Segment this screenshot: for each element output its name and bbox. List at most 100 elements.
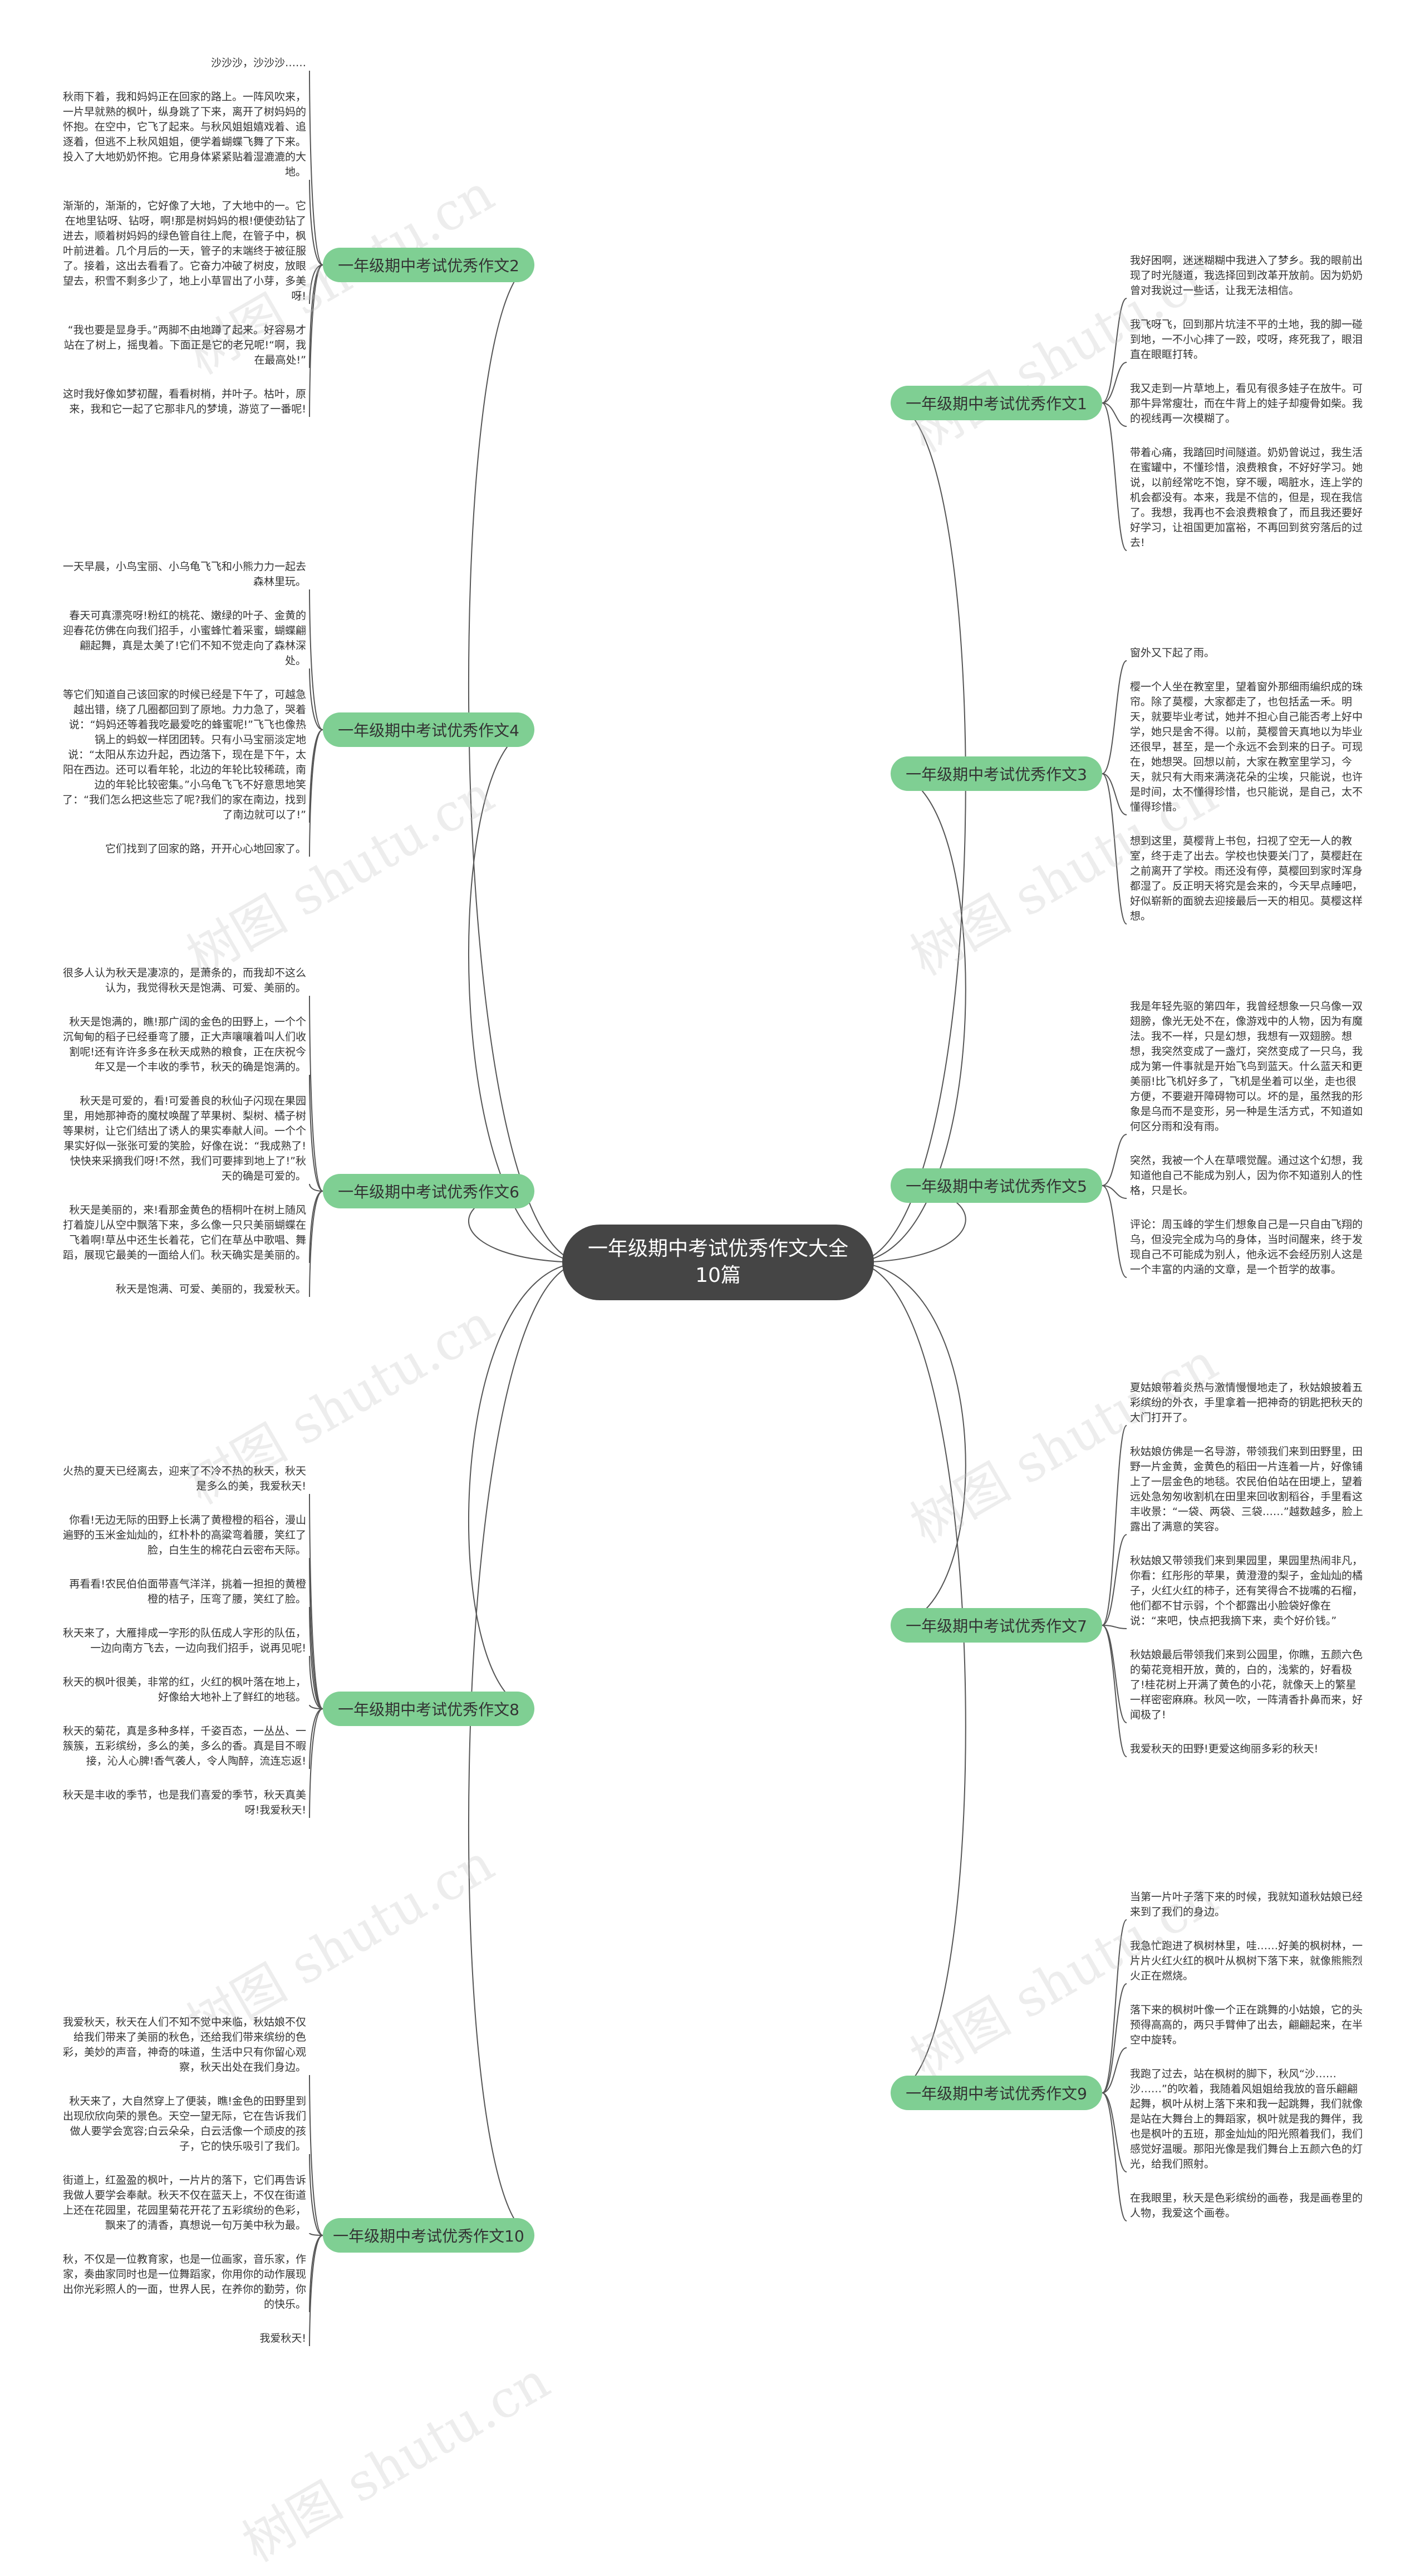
leaf-paragraph[interactable]: 我爱秋天!: [259, 2332, 306, 2344]
leaf-connector: [1102, 1134, 1127, 1186]
branch-topic[interactable]: 一年级期中考试优秀作文10: [323, 2218, 534, 2253]
leaf-connector: [1102, 2047, 1127, 2093]
leaf-paragraph[interactable]: 一天早晨，小鸟宝丽、小乌龟飞飞和小熊力力一起去森林里玩。: [62, 561, 306, 588]
leaf-paragraph[interactable]: 你看!无边无际的田野上长满了黄橙橙的稻谷，漫山遍野的玉米金灿灿的，红朴朴的高粱弯…: [62, 1514, 306, 1556]
leaf-paragraph[interactable]: 我跑了过去，站在枫树的脚下，秋风“沙……沙……”的吹着，我随着风姐姐给我放的音乐…: [1130, 2068, 1363, 2170]
leaf-paragraph[interactable]: 秋姑娘又带领我们来到果园里，果园里热闹非凡，你看：红彤彤的苹果，黄澄澄的梨子，金…: [1130, 1555, 1363, 1627]
leaf-paragraph[interactable]: 我又走到一片草地上，看见有很多娃子在放牛。可那牛异常瘦壮，而在牛背上的娃子却瘦骨…: [1130, 382, 1363, 425]
leaf-connector: [309, 1708, 323, 1818]
branch-connector: [851, 1262, 966, 2093]
leaf-connector: [309, 2233, 323, 2236]
leaf-connector: [1102, 1625, 1127, 1757]
branch-topic[interactable]: 一年级期中考试优秀作文3: [891, 756, 1102, 791]
leaf-paragraph[interactable]: 等它们知道自己该回家的时候已经是下午了，可越急越出错，绕了几圈都回到了原地。力力…: [62, 689, 306, 821]
leaf-paragraph[interactable]: 火热的夏天已经离去，迎来了不冷不热的秋天，秋天是多么的美，我爱秋天!: [62, 1465, 306, 1492]
leaf-paragraph[interactable]: 秋，不仅是一位教育家，也是一位画家，音乐家，作家，奏曲家同时也是一位舞蹈家，你用…: [62, 2253, 306, 2310]
leaf-paragraph[interactable]: 落下来的枫树叶像一个正在跳舞的小姑娘，它的头预得高高的，两只手臂伸了出去，翩翩起…: [1130, 2004, 1363, 2046]
branch-connector: [468, 1262, 585, 2236]
leaf-paragraph[interactable]: 这时我好像如梦初醒，看看树梢，并叶子。枯叶，原来，我和它一起了它那非凡的梦境，游…: [62, 388, 306, 415]
leaf-paragraph[interactable]: 樱一个人坐在教室里，望着窗外那细雨编织成的珠帘。除了莫樱，大家都走了，也包括孟一…: [1130, 681, 1363, 813]
leaf-paragraph[interactable]: 带着心痛，我踏回时间隧道。奶奶曾说过，我生活在蜜罐中，不懂珍惜，浪费粮食，不好好…: [1130, 446, 1363, 549]
central-topic[interactable]: 一年级期中考试优秀作文大全10篇: [562, 1225, 874, 1300]
leaf-paragraph[interactable]: 春天可真漂亮呀!粉红的桃花、嫩绿的叶子、金黄的迎春花仿佛在向我们招手，小蜜蜂忙着…: [62, 609, 306, 667]
leaf-connector: [1102, 402, 1127, 427]
branch-connector: [851, 402, 966, 1263]
branch-topic[interactable]: 一年级期中考试优秀作文7: [891, 1608, 1102, 1643]
leaf-paragraph[interactable]: 窗外又下起了雨。: [1130, 647, 1215, 659]
leaf-connector: [309, 264, 323, 417]
leaf-connector: [309, 1606, 323, 1709]
leaf-paragraph[interactable]: 渐渐的，渐渐的，它好像了大地，了大地中的一。它在地里钻呀、钻呀，啊!那是树妈妈的…: [62, 200, 306, 302]
leaf-paragraph[interactable]: 街道上，红盈盈的枫叶，一片片的落下，它们再告诉我做人要学会奉献。秋天不仅在蓝天上…: [62, 2174, 306, 2231]
branch-connector: [851, 1262, 966, 1626]
branch-connector: [851, 773, 966, 1263]
branch-connector: [468, 264, 585, 1263]
leaf-connector: [1102, 1919, 1127, 2093]
branch-topic[interactable]: 一年级期中考试优秀作文6: [323, 1174, 534, 1208]
leaf-connector: [1102, 1625, 1127, 1629]
leaf-connector: [1102, 2092, 1127, 2221]
leaf-paragraph[interactable]: 秋姑娘最后带领我们来到公园里，你瞧，五颜六色的菊花竞相开放，黄的，白的，浅紫的，…: [1130, 1649, 1363, 1721]
leaf-connector: [1102, 2092, 1127, 2172]
leaf-connector: [309, 1704, 323, 1709]
leaf-paragraph[interactable]: 我爱秋天的田野!更爱这绚丽多彩的秋天!: [1130, 1743, 1319, 1755]
branch-topic[interactable]: 一年级期中考试优秀作文2: [323, 248, 534, 282]
leaf-paragraph[interactable]: 再看看!农民伯伯面带喜气洋洋，挑着一担担的黄橙橙的桔子，压弯了腰，笑红了脸。: [69, 1578, 306, 1605]
leaf-connector: [1102, 1534, 1127, 1626]
leaf-connector: [1102, 362, 1127, 404]
leaf-paragraph[interactable]: 想到这里，莫樱背上书包，扫视了空无一人的教室，终于走了出去。学校也快要关门了，莫…: [1130, 835, 1363, 922]
branch-topic[interactable]: 一年级期中考试优秀作文4: [323, 712, 534, 747]
leaf-connector: [309, 995, 323, 1192]
leaf-connector: [1102, 1625, 1127, 1723]
leaf-paragraph[interactable]: 秋天是可爱的，看!可爱善良的秋仙子闪现在果园里，用她那神奇的魔杖唤醒了苹果树、梨…: [62, 1095, 306, 1182]
leaf-paragraph[interactable]: 在我眼里，秋天是色彩缤纷的画卷，我是画卷里的人物，我爱这个画卷。: [1130, 2192, 1363, 2219]
leaf-paragraph[interactable]: 当第一片叶子落下来的时候，我就知道秋姑娘已经来到了我们的身边。: [1130, 1891, 1363, 1918]
leaf-connector: [1102, 1185, 1127, 1278]
branch-topic[interactable]: 一年级期中考试优秀作文8: [323, 1692, 534, 1726]
leaf-connector: [1102, 1425, 1127, 1626]
leaf-connector: [309, 1183, 323, 1192]
leaf-paragraph[interactable]: 突然，我被一个人在草喂觉醒。通过这个幻想，我知道他自己不能成为别人，因为你不知道…: [1130, 1154, 1363, 1197]
leaf-paragraph[interactable]: 我飞呀飞，回到那片坑洼不平的土地，我的脚一碰到地，一不小心摔了一跤，哎呀，疼死我…: [1130, 318, 1363, 361]
leaf-paragraph[interactable]: 秋天是饱满、可爱、美丽的，我爱秋天。: [115, 1283, 306, 1295]
leaf-connector: [1102, 1983, 1127, 2093]
leaf-connector: [309, 2235, 323, 2347]
connector-lines: [309, 70, 1127, 2347]
leaf-paragraph[interactable]: 秋天的菊花，真是多种多样，千姿百态，一丛丛、一簇簇，五彩缤纷，多么的美，多么的香…: [62, 1725, 306, 1767]
leaf-connector: [309, 1493, 323, 1709]
leaf-paragraph[interactable]: 秋天来了，大雁排成一字形的队伍成人字形的队伍，一边向南方飞去，一边向我们招手，说…: [62, 1627, 306, 1654]
leaf-paragraph[interactable]: 我爱秋天，秋天在人们不知不觉中来临，秋姑娘不仅给我们带来了美丽的秋色，还给我们带…: [62, 2016, 306, 2073]
leaf-paragraph[interactable]: 夏姑娘带着炎热与激情慢慢地走了，秋姑娘披着五彩缤纷的外衣，手里拿着一把神奇的钥匙…: [1130, 1382, 1363, 1424]
branch-topic[interactable]: 一年级期中考试优秀作文1: [891, 386, 1102, 420]
leaf-paragraph[interactable]: 它们找到了回家的路，开开心心地回家了。: [105, 843, 306, 855]
leaf-connector: [309, 1708, 323, 1769]
leaf-connector: [309, 264, 323, 304]
leaf-connector: [309, 1191, 323, 1297]
branch-connector: [468, 729, 585, 1263]
branch-topic[interactable]: 一年级期中考试优秀作文9: [891, 2076, 1102, 2110]
leaf-connector: [309, 179, 323, 266]
leaf-paragraph[interactable]: 评论：周玉峰的学生们想象自己是一只自由飞翔的乌，但没完全成为乌的身体，当时间醒来…: [1130, 1218, 1363, 1276]
branch-topic[interactable]: 一年级期中考试优秀作文5: [891, 1168, 1102, 1203]
leaf-connector: [309, 1557, 323, 1709]
leaf-paragraph[interactable]: “我也要是显身手。”两脚不由地蹲了起来。好容易才站在了树上，摇曳着。下面正是它的…: [63, 324, 306, 366]
leaf-paragraph[interactable]: 秋雨下着，我和妈妈正在回家的路上。一阵风吹来，一片早就熟的枫叶，纵身跳了下来，离…: [62, 91, 306, 178]
leaf-paragraph[interactable]: 秋天是美丽的，来!看那金黄色的梧桐叶在树上随风打着旋儿从空中飘落下来，多么像一只…: [62, 1204, 306, 1261]
leaf-paragraph[interactable]: 秋天来了，大自然穿上了便装，瞧!金色的田野里到出现欣欣向荣的景色。天空一望无际，…: [62, 2095, 306, 2152]
leaf-paragraph[interactable]: 我是年轻先驱的第四年，我曾经想象一只乌像一双翅膀，像光无处不在，像游戏中的人物，…: [1130, 1000, 1363, 1133]
leaf-paragraph[interactable]: 我好困啊，迷迷糊糊中我进入了梦乡。我的眼前出现了时光隧道，我选择回到改革开放前。…: [1130, 254, 1363, 297]
branch-connector: [468, 1262, 585, 1709]
leaf-connector: [1102, 298, 1127, 404]
leaf-connector: [309, 668, 323, 730]
leaf-paragraph[interactable]: 沙沙沙，沙沙沙……: [210, 57, 306, 69]
leaf-paragraph[interactable]: 秋天的枫叶很美，非常的红，火红的枫叶落在地上，好像给大地补上了鲜红的地毯。: [62, 1676, 306, 1703]
leaf-paragraph[interactable]: 我急忙跑进了枫树林里，哇……好美的枫树林，一片片火红火红的枫叶从枫树下落下来，就…: [1130, 1940, 1363, 1982]
leaf-connector: [309, 2154, 323, 2236]
leaf-paragraph[interactable]: 秋天是丰收的季节，也是我们喜爱的季节，秋天真美呀!我爱秋天!: [62, 1789, 306, 1816]
leaf-paragraph[interactable]: 秋姑娘仿佛是一名导游，带领我们来到田野里，田野一片金黄，金黄色的稻田一片连着一片…: [1130, 1446, 1363, 1533]
leaf-paragraph[interactable]: 很多人认为秋天是凄凉的，是萧条的，而我却不这么认为，我觉得秋天是饱满、可爱、美丽…: [62, 967, 306, 994]
leaf-connector: [309, 264, 323, 368]
leaf-paragraph[interactable]: 秋天是饱满的，瞧!那广阔的金色的田野上，一个个沉甸甸的稻子已经垂弯了腰，正大声嚷…: [62, 1016, 306, 1073]
leaf-connector: [309, 70, 323, 266]
leaf-connector: [309, 1655, 323, 1709]
